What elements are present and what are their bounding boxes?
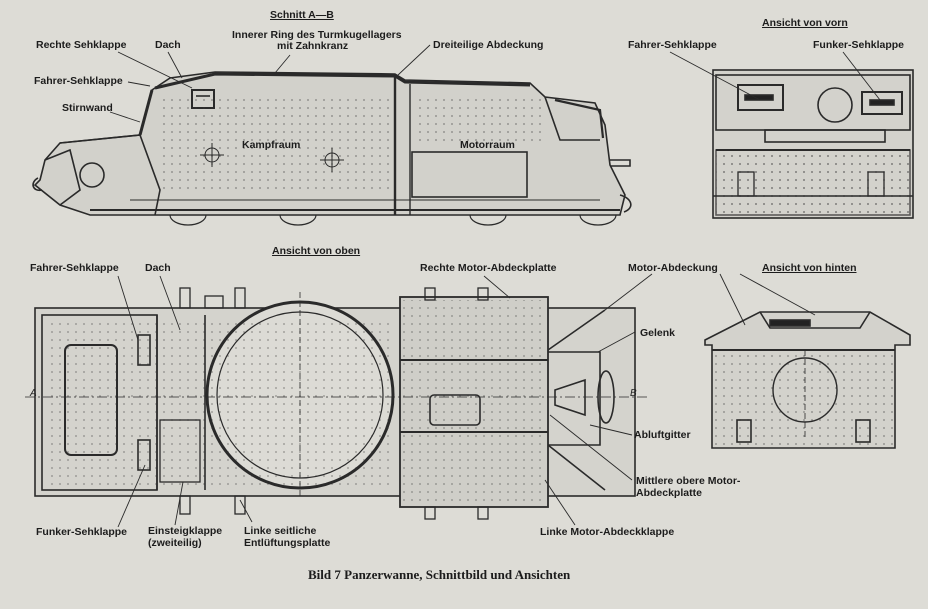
top-plan-view	[25, 287, 650, 520]
label-stirnwand: Stirnwand	[62, 102, 113, 114]
label-linke-seitliche-line2: Entlüftungsplatte	[244, 537, 331, 549]
label-gelenk: Gelenk	[640, 327, 676, 339]
label-dach-side: Dach	[155, 39, 181, 51]
label-fahrer-sehklappe-top: Fahrer-Sehklappe	[30, 262, 119, 274]
leader-lines	[109, 44, 881, 528]
label-dach-plan: Dach	[145, 262, 171, 274]
section-marker-a: A	[30, 388, 37, 399]
front-view	[712, 69, 914, 219]
label-einsteigklappe-line2: (zweiteilig)	[148, 537, 202, 549]
rear-view	[704, 311, 911, 449]
ansicht-oben-title: Ansicht von oben	[272, 245, 361, 257]
ansicht-vorn-title: Ansicht von vorn	[762, 17, 848, 29]
label-einsteigklappe-line1: Einsteigklappe	[148, 525, 223, 537]
side-section-view	[32, 71, 632, 226]
ansicht-hinten-title: Ansicht von hinten	[762, 262, 857, 274]
label-motor-abdeckung: Motor-Abdeckung	[628, 262, 718, 274]
label-rechte-motor-abdeckplatte: Rechte Motor-Abdeckplatte	[420, 262, 557, 274]
schnitt-title: Schnitt A—B	[270, 9, 334, 21]
label-dreiteilige-abdeckung: Dreiteilige Abdeckung	[433, 39, 544, 51]
label-linke-seitliche-line1: Linke seitliche	[244, 525, 317, 537]
label-innerer-ring-line1: Innerer Ring des Turmkugellagers	[232, 29, 402, 41]
label-mittlere-line2: Abdeckplatte	[636, 487, 702, 499]
label-abluftgitter: Abluftgitter	[634, 429, 691, 441]
label-fahrer-sehklappe-side: Fahrer-Sehklappe	[34, 75, 123, 87]
label-linke-motor-abdeckklappe: Linke Motor-Abdeckklappe	[540, 526, 675, 538]
label-funker-sehklappe-plan: Funker-Sehklappe	[36, 526, 128, 538]
label-funker-sehklappe-front: Funker-Sehklappe	[813, 39, 905, 51]
label-fahrer-sehklappe-front: Fahrer-Sehklappe	[628, 39, 717, 51]
figure-caption: Bild 7 Panzerwanne, Schnittbild und Ansi…	[308, 567, 571, 582]
section-marker-b: B	[630, 388, 637, 399]
label-mittlere-line1: Mittlere obere Motor-	[636, 475, 741, 487]
label-kampfraum: Kampfraum	[242, 139, 301, 151]
label-motorraum: Motorraum	[460, 139, 515, 151]
label-rechte-sehklappe: Rechte Sehklappe	[36, 39, 127, 51]
label-innerer-ring-line2: mit Zahnkranz	[277, 40, 349, 52]
